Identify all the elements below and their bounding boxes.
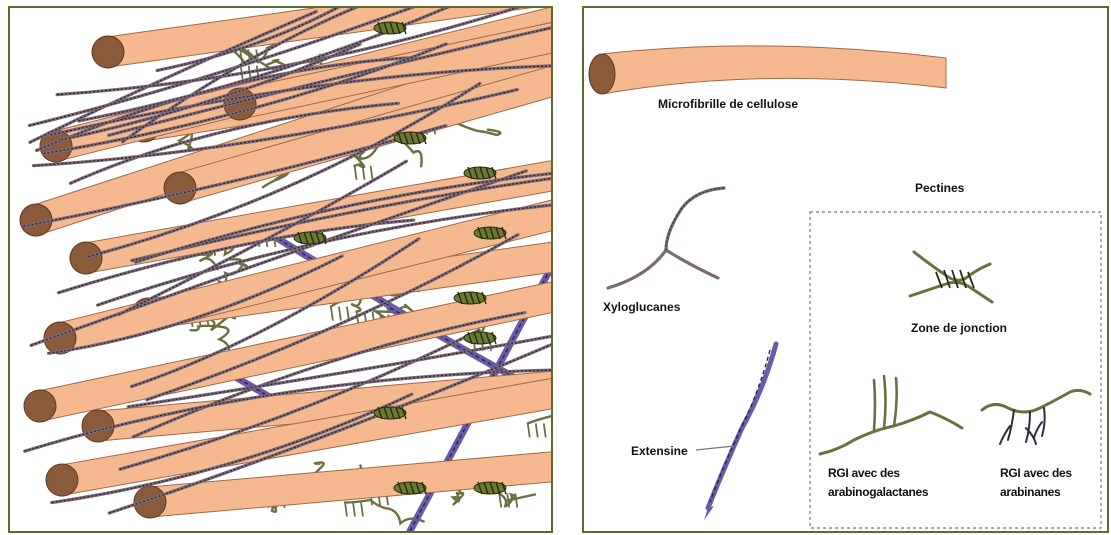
junction-zone — [454, 292, 486, 304]
pectin-strand — [191, 326, 230, 352]
rgi-arabinogalactans-label-line1: RGI avec des — [828, 466, 900, 480]
component-legend-panel: Microfibrille de cellulose Pectines Xylo… — [582, 6, 1109, 533]
component-legend-illustration: Microfibrille de cellulose Pectines Xylo… — [584, 8, 1107, 531]
cell-wall-network-illustration — [10, 8, 551, 531]
cell-wall-assembly-panel — [8, 6, 553, 533]
pectins-frame — [810, 212, 1101, 528]
pectins-label: Pectines — [915, 181, 965, 195]
pectin-side-chain — [528, 423, 530, 437]
xyloglucan-icon — [608, 188, 724, 288]
junction-zone — [464, 332, 496, 344]
pectin-side-chain — [536, 423, 538, 437]
junction-zone — [294, 232, 326, 244]
pectin-side-chain — [345, 503, 347, 517]
junction-zone — [464, 167, 496, 179]
extensin-label: Extensine — [631, 444, 688, 458]
junction-zone — [394, 132, 426, 144]
extensin-pointer — [696, 446, 734, 450]
junction-zone — [374, 407, 406, 419]
pectin-side-chain — [353, 503, 355, 517]
junction-zone — [394, 482, 426, 494]
cellulose-microfibril-icon — [589, 46, 946, 94]
microfibril-label: Microfibrille de cellulose — [658, 97, 798, 111]
extensin-icon — [696, 344, 776, 520]
rgi-arabinogalactans-label-line2: arabinogalactanes — [828, 485, 929, 499]
pectin-side-chain — [361, 503, 363, 517]
junction-zone — [474, 482, 506, 494]
xyloglucans-label: Xyloglucanes — [603, 300, 681, 314]
junction-zone — [374, 22, 406, 34]
junction-zone-icon — [910, 252, 992, 302]
rgi-arabinans-icon — [982, 390, 1090, 444]
rgi-arabinans-label-line2: arabinanes — [1000, 485, 1061, 499]
pectin-side-chain — [331, 307, 333, 321]
pectin-side-chain — [515, 494, 517, 508]
junction-zone-label: Zone de jonction — [911, 321, 1007, 335]
pectin-strand — [345, 500, 424, 523]
pectin-side-chain — [544, 423, 546, 437]
pectin-side-chain — [355, 166, 357, 180]
pectin-side-chain — [339, 307, 341, 321]
pectin-side-chain — [371, 166, 373, 180]
rgi-arabinogalactans-icon — [820, 376, 962, 454]
junction-zone — [474, 227, 506, 239]
rgi-arabinans-label-line1: RGI avec des — [1000, 466, 1072, 480]
pectin-strand — [528, 415, 551, 427]
